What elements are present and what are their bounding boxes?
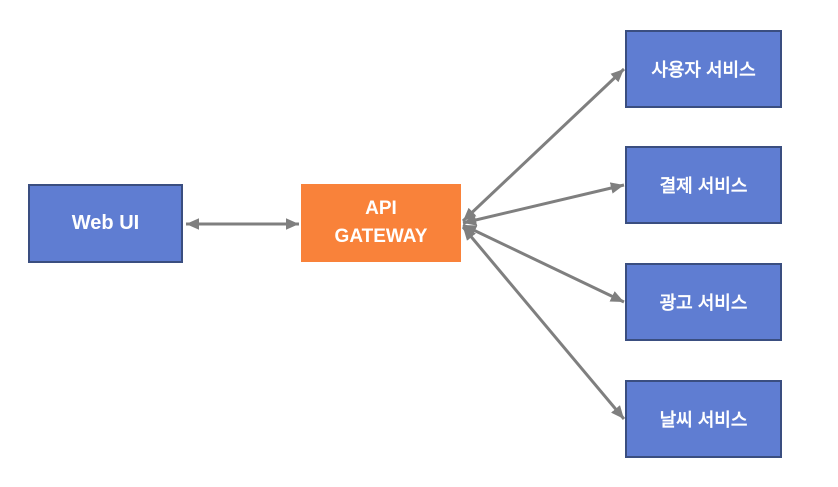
api-gateway-label-line1: API (365, 198, 397, 219)
edge-group (186, 67, 626, 420)
node-web-ui: Web UI (28, 184, 183, 263)
edge-api-gateway-to-service-user (461, 67, 626, 223)
node-api-gateway: API GATEWAY (301, 184, 461, 262)
node-service-user: 사용자 서비스 (625, 30, 782, 108)
node-web-ui-label: Web UI (71, 212, 140, 234)
node-service-payment: 결제 서비스 (625, 146, 782, 224)
edge-api-gateway-to-service-payment (462, 182, 625, 226)
node-service-ad: 광고 서비스 (625, 263, 782, 341)
edge-api-gateway-to-service-weather (461, 226, 626, 420)
node-api-gateway-label: API GATEWAY (335, 195, 428, 251)
node-service-weather-label: 날씨 서비스 (659, 410, 748, 430)
node-service-payment-label: 결제 서비스 (659, 176, 748, 196)
node-service-weather: 날씨 서비스 (625, 380, 782, 458)
edge-api-gateway-to-service-ad (462, 223, 625, 304)
api-gateway-label-line2: GATEWAY (334, 226, 428, 247)
node-service-user-label: 사용자 서비스 (651, 60, 756, 80)
node-service-ad-label: 광고 서비스 (659, 293, 748, 313)
